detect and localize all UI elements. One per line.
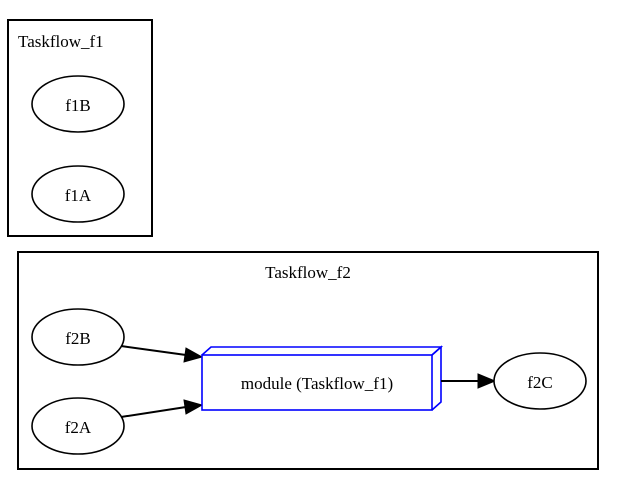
node-f2B-label: f2B xyxy=(65,329,91,348)
module-front-face xyxy=(201,354,433,411)
node-f2A-label: f2A xyxy=(65,418,92,437)
edge-module-to-f2C-arrowhead xyxy=(477,373,497,389)
node-f1B-ellipse xyxy=(31,75,125,133)
node-f1B[interactable]: f1B xyxy=(31,75,125,133)
node-f2B-ellipse xyxy=(31,308,125,366)
edge-f2B-to-module-line xyxy=(120,345,187,356)
node-f2C[interactable]: f2C xyxy=(493,352,587,410)
module-right-face xyxy=(431,345,442,411)
cluster-f1-border xyxy=(7,19,153,237)
cluster-f2-border xyxy=(17,251,599,470)
node-f1A-ellipse xyxy=(31,165,125,223)
cluster-f1-label: Taskflow_f1 xyxy=(18,32,104,51)
edge-f2A-to-module-line xyxy=(120,406,187,418)
node-f1A-label: f1A xyxy=(65,186,92,205)
node-f2A-ellipse xyxy=(31,397,125,455)
node-f1B-label: f1B xyxy=(65,96,91,115)
edge-f2B-to-module[interactable] xyxy=(120,345,204,363)
edge-f2A-to-module[interactable] xyxy=(120,399,204,418)
node-f2C-label: f2C xyxy=(527,373,553,392)
module-top-face xyxy=(201,346,444,356)
cluster-taskflow-f1[interactable]: Taskflow_f1 xyxy=(7,19,153,237)
node-f2A[interactable]: f2A xyxy=(31,397,125,455)
cluster-taskflow-f2[interactable]: Taskflow_f2 xyxy=(17,251,599,470)
node-f1A[interactable]: f1A xyxy=(31,165,125,223)
edge-f2A-to-module-arrowhead xyxy=(183,399,204,415)
edge-f2B-to-module-arrowhead xyxy=(183,347,204,363)
node-module-taskflow-f1[interactable]: module (Taskflow_f1) xyxy=(201,345,444,411)
node-f2B[interactable]: f2B xyxy=(31,308,125,366)
node-f2C-ellipse xyxy=(493,352,587,410)
cluster-f2-label: Taskflow_f2 xyxy=(265,263,351,282)
module-label: module (Taskflow_f1) xyxy=(241,374,393,393)
edge-module-to-f2C[interactable] xyxy=(441,373,497,389)
